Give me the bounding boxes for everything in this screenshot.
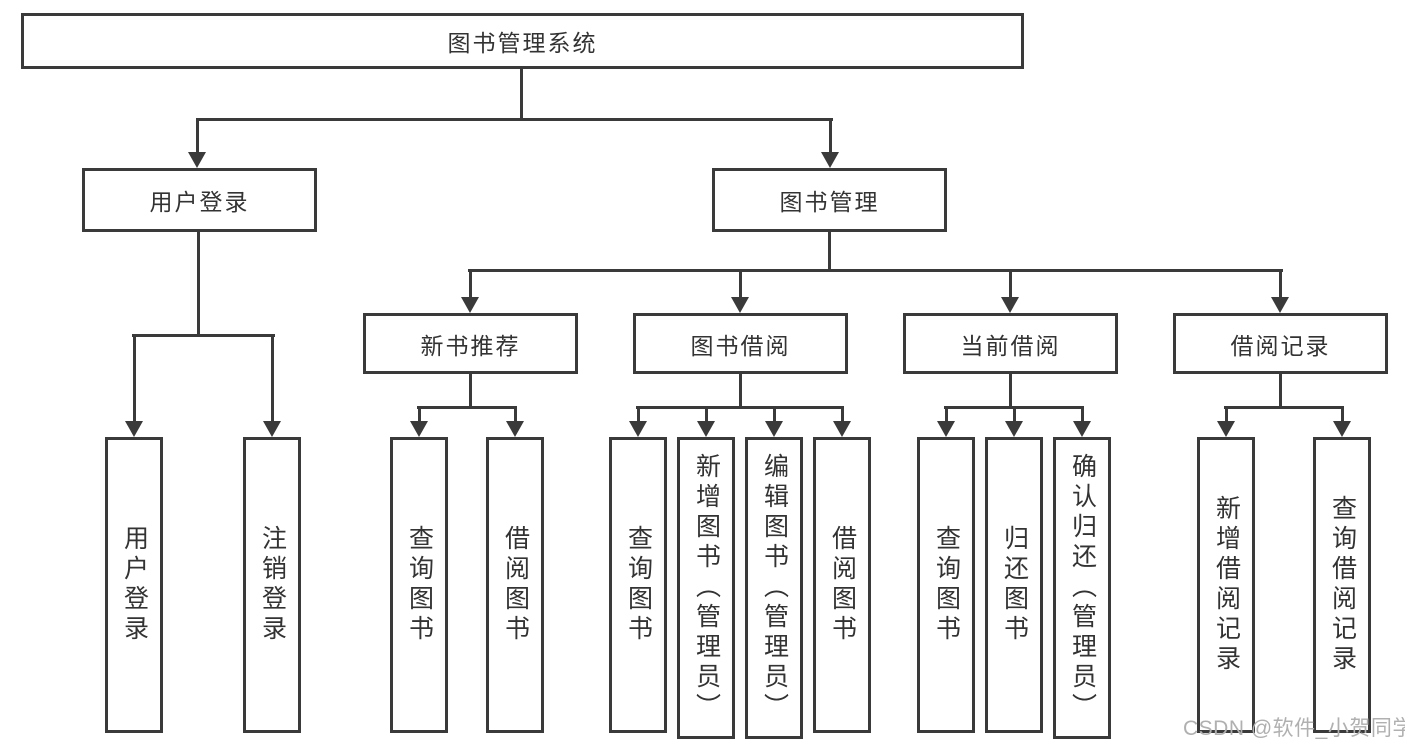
arrow-leaf <box>1217 409 1235 437</box>
arrow-leaf <box>697 409 715 437</box>
leaf-label: 查询图书 <box>405 525 434 645</box>
leaf-edit-books-admin: 编辑图书（管理员） <box>745 437 803 739</box>
arrow-to-login-leaf <box>125 337 143 437</box>
leaf-label: 借阅图书 <box>501 525 530 645</box>
leaf-label: 编辑图书（管理员） <box>760 453 789 723</box>
leaf-label: 借阅图书 <box>828 525 857 645</box>
connector-book-mgmt-stem <box>828 232 831 271</box>
leaf-label: 新增图书（管理员） <box>692 453 721 723</box>
leaf-confirm-return-admin: 确认归还（管理员） <box>1053 437 1111 739</box>
node-label: 用户登录 <box>149 189 250 215</box>
arrow-leaf <box>1333 409 1351 437</box>
arrow-leaf <box>1005 409 1023 437</box>
arrow-to-user-login <box>188 120 206 168</box>
node-label: 图书管理系统 <box>447 30 598 56</box>
node-label: 当前借阅 <box>960 332 1061 359</box>
leaf-return-books: 归还图书 <box>985 437 1043 733</box>
connector-borrow-record-rail <box>1224 406 1344 409</box>
node-borrowing-records: 借阅记录 <box>1173 313 1388 374</box>
node-current-borrowing: 当前借阅 <box>903 313 1118 374</box>
connector-root-stem <box>520 69 523 120</box>
node-label: 借阅记录 <box>1230 332 1331 359</box>
arrow-leaf <box>506 409 524 437</box>
leaf-query-books-recommend: 查询图书 <box>390 437 448 733</box>
arrow-leaf <box>410 409 428 437</box>
leaf-logout: 注销登录 <box>243 437 301 733</box>
arrow-leaf <box>937 409 955 437</box>
leaf-label: 查询借阅记录 <box>1328 495 1357 675</box>
connector-current-borrow-rail <box>944 406 1084 409</box>
connector-book-mgmt-rail <box>468 269 1283 272</box>
leaf-query-borrow-record: 查询借阅记录 <box>1313 437 1371 733</box>
connector-user-login-rail <box>132 334 275 337</box>
leaf-borrow-books-recommend: 借阅图书 <box>486 437 544 733</box>
arrow-leaf <box>765 409 783 437</box>
arrow-leaf <box>1073 409 1091 437</box>
leaf-label: 查询图书 <box>932 525 961 645</box>
leaf-borrow-books: 借阅图书 <box>813 437 871 733</box>
connector-new-book-rail <box>417 406 517 409</box>
leaf-label: 注销登录 <box>258 525 287 645</box>
node-label: 新书推荐 <box>420 332 521 359</box>
leaf-label: 查询图书 <box>624 525 653 645</box>
leaf-query-books-borrow: 查询图书 <box>609 437 667 733</box>
node-book-management: 图书管理 <box>712 168 947 232</box>
csdn-watermark: CSDN @软件_小贺同学 <box>1183 717 1405 740</box>
leaf-user-login: 用户登录 <box>105 437 163 733</box>
leaf-label: 确认归还（管理员） <box>1068 453 1097 723</box>
arrow-to-current-borrow <box>1001 272 1019 313</box>
arrow-to-new-book <box>461 272 479 313</box>
arrow-leaf <box>833 409 851 437</box>
node-label: 图书管理 <box>779 189 880 215</box>
connector-book-borrow-rail <box>636 406 844 409</box>
connector-borrow-record-stem <box>1279 374 1282 408</box>
leaf-add-books-admin: 新增图书（管理员） <box>677 437 735 739</box>
arrow-to-book-management <box>821 120 839 168</box>
node-library-management-system: 图书管理系统 <box>21 13 1024 69</box>
leaf-label: 用户登录 <box>120 525 149 645</box>
leaf-label: 新增借阅记录 <box>1212 495 1241 675</box>
arrow-leaf <box>629 409 647 437</box>
leaf-query-books-current: 查询图书 <box>917 437 975 733</box>
arrow-to-logout-leaf <box>263 337 281 437</box>
node-label: 图书借阅 <box>690 332 791 359</box>
arrow-to-borrow-record <box>1271 272 1289 313</box>
arrow-to-book-borrow <box>731 272 749 313</box>
connector-book-borrow-stem <box>739 374 742 408</box>
leaf-add-borrow-record: 新增借阅记录 <box>1197 437 1255 733</box>
connector-new-book-stem <box>469 374 472 408</box>
connector-root-rail <box>196 118 833 121</box>
leaf-label: 归还图书 <box>1000 525 1029 645</box>
node-user-login: 用户登录 <box>82 168 317 232</box>
node-new-book-recommend: 新书推荐 <box>363 313 578 374</box>
connector-user-login-stem <box>197 232 200 336</box>
connector-current-borrow-stem <box>1009 374 1012 408</box>
node-book-borrowing: 图书借阅 <box>633 313 848 374</box>
